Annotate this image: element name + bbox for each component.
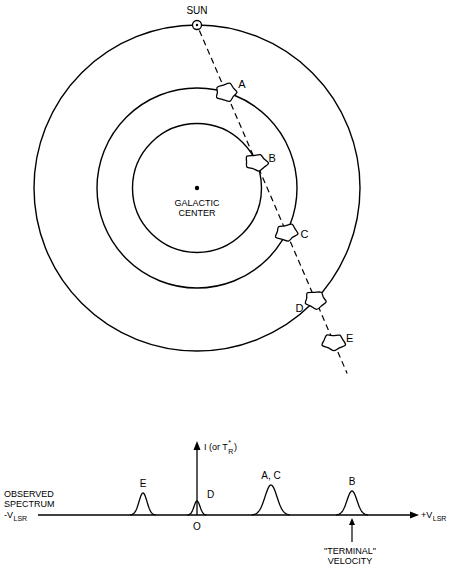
center-dot (195, 186, 199, 190)
emission-peak (130, 493, 156, 515)
pointer-arrowhead (349, 518, 355, 525)
peak-letter: A, C (261, 470, 280, 482)
intensity-label: ) (234, 442, 237, 452)
cloud-letter-holder: B (269, 152, 276, 165)
intensity-axis (196, 448, 197, 515)
terminal-label: "TERMINAL" VELOCITY (317, 546, 383, 567)
cloud-letter-holder: E (346, 332, 353, 345)
emission-peak (336, 491, 368, 515)
subscript-mark: R (228, 448, 233, 456)
axis-end-label-holder: -V (4, 510, 13, 520)
superscript-mark-holder: * (228, 439, 231, 447)
peak-letter: E (140, 478, 147, 490)
spectrum-title-holder: OBSERVED SPECTRUM (4, 489, 72, 510)
inner-ring (133, 124, 262, 253)
axis-arrowhead (410, 512, 419, 519)
cloud-letter: E (346, 332, 353, 345)
velocity-axis (38, 514, 412, 515)
cloud-letter: D (295, 302, 303, 315)
subscript-mark-holder: R (228, 448, 233, 456)
gas-cloud (246, 155, 268, 172)
terminal-pointer (351, 524, 352, 542)
subscript-mark: LSR (14, 515, 28, 523)
center-label: GALACTIC CENTER (166, 198, 228, 219)
intensity-label: I (or T (204, 442, 228, 452)
peak-letter-holder: E (140, 478, 147, 490)
sightline-layer (199, 31, 347, 374)
sun-symbol (193, 21, 202, 30)
gas-cloud (216, 83, 237, 101)
peak-letter-holder: B (349, 476, 356, 488)
cloud-layer (216, 83, 345, 351)
superscript-mark: * (228, 439, 231, 447)
peak-letter: D (207, 489, 214, 501)
peak-letter: B (349, 476, 356, 488)
sun-label: SUN (186, 5, 207, 17)
terminal-label-holder: "TERMINAL" VELOCITY (317, 546, 383, 567)
spectrum-title: OBSERVED SPECTRUM (4, 489, 72, 510)
zero-mark: O (193, 521, 201, 533)
subscript-mark: LSR (433, 515, 447, 523)
subscript-mark-holder: LSR (433, 515, 447, 523)
gas-cloud (305, 292, 326, 309)
axis-end-label: -V (4, 510, 13, 520)
cloud-letter: B (269, 152, 276, 165)
axis-end-label: +V (421, 510, 432, 520)
sun-label-holder: SUN (186, 5, 207, 17)
cloud-letter: A (238, 78, 245, 91)
gas-cloud (322, 335, 346, 351)
peak-letter-holder: D (207, 489, 214, 501)
emission-peak (252, 485, 290, 515)
intensity-label-holder: I (or T (204, 442, 228, 452)
center-label-holder: GALACTIC CENTER (166, 198, 228, 219)
cloud-letter-holder: D (295, 302, 303, 315)
gas-cloud (275, 224, 297, 241)
peak-letter-holder: A, C (261, 470, 280, 482)
axis-end-label-holder: +V (421, 510, 432, 520)
axis-arrowhead (194, 441, 201, 450)
solar-circle (34, 25, 360, 351)
subscript-mark-holder: LSR (14, 515, 28, 523)
intensity-label-holder: ) (234, 442, 237, 452)
cloud-letter-holder: A (238, 78, 245, 91)
line-of-sight (199, 31, 347, 374)
zero-mark-holder: O (193, 521, 201, 533)
cloud-letter-holder: C (300, 228, 308, 241)
emission-peak (187, 501, 206, 515)
cloud-letter: C (300, 228, 308, 241)
spectrum-layer (130, 485, 368, 515)
sun-dot (196, 24, 198, 26)
